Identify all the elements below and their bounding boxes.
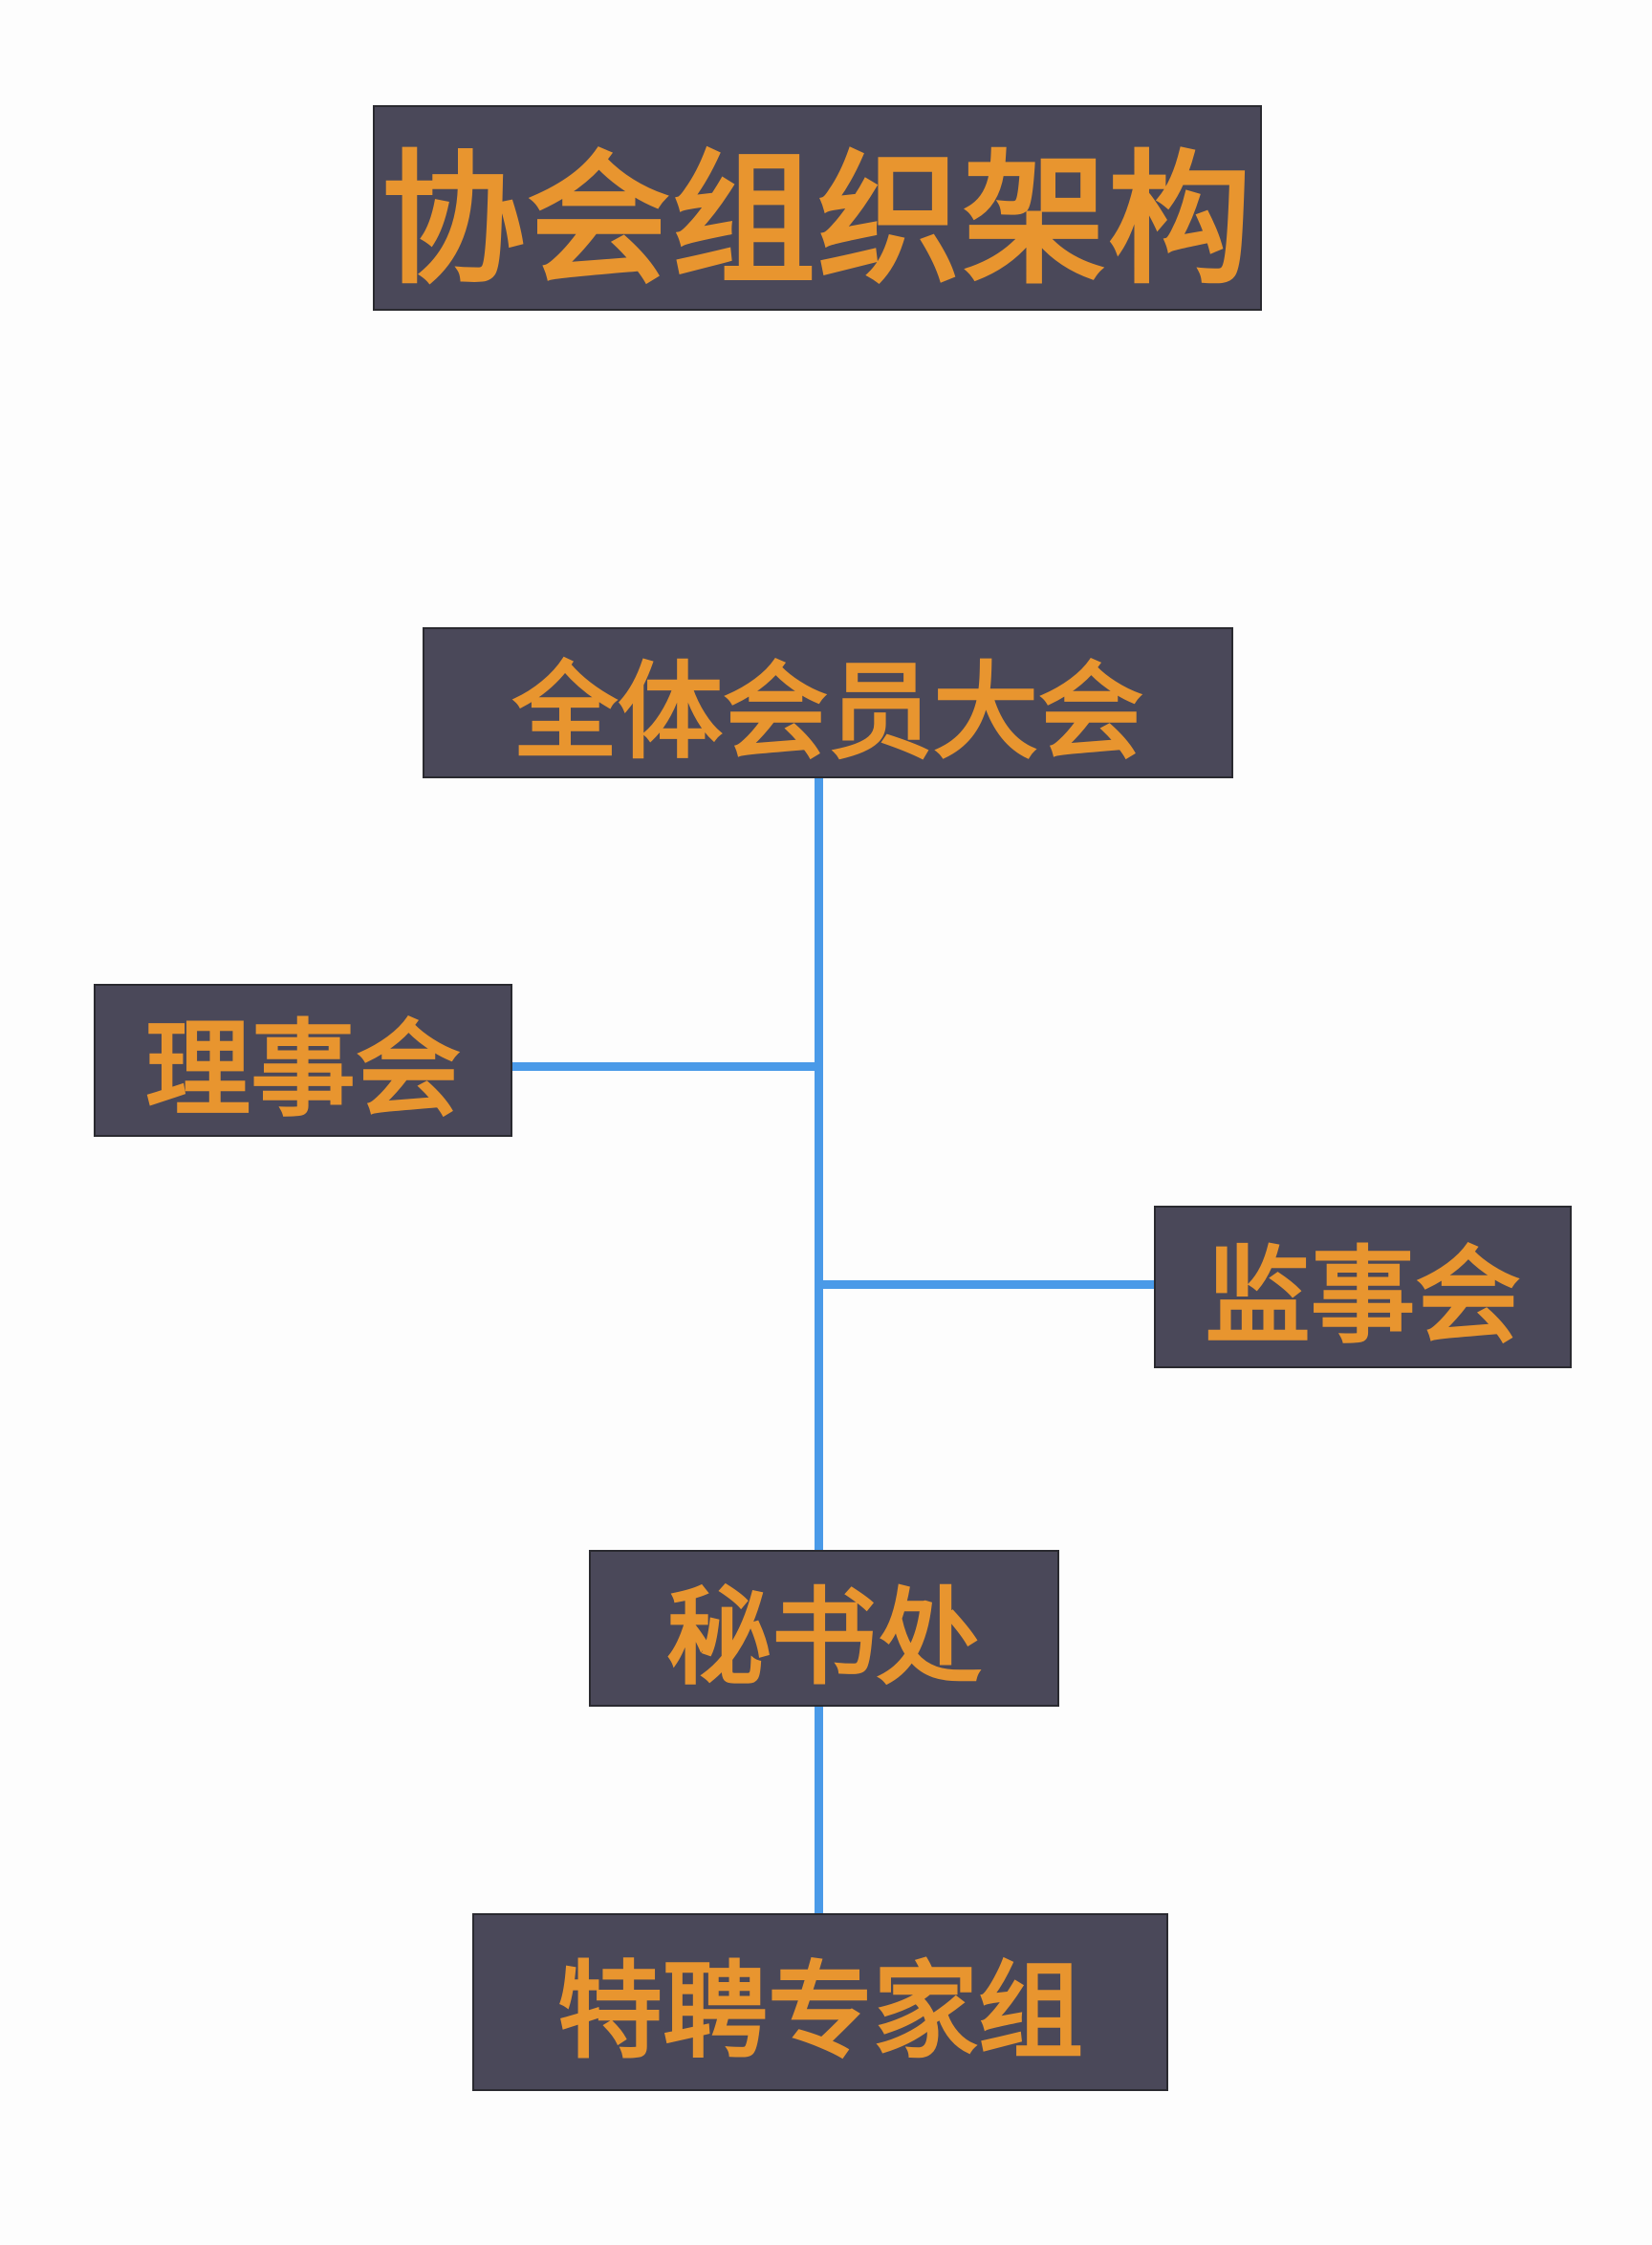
node-experts: 特聘专家组 (472, 1913, 1168, 2091)
node-secretariat: 秘书处 (589, 1550, 1059, 1707)
connector-to-board (512, 1062, 818, 1071)
connector-assembly-to-secretariat (815, 778, 823, 1550)
connector-to-supervisors (820, 1280, 1154, 1289)
node-general-assembly: 全体会员大会 (423, 627, 1233, 778)
node-board: 理事会 (94, 984, 512, 1137)
page-title: 协会组织架构 (373, 105, 1262, 311)
node-supervisors: 监事会 (1154, 1206, 1572, 1368)
connector-secretariat-to-experts (815, 1707, 823, 1913)
